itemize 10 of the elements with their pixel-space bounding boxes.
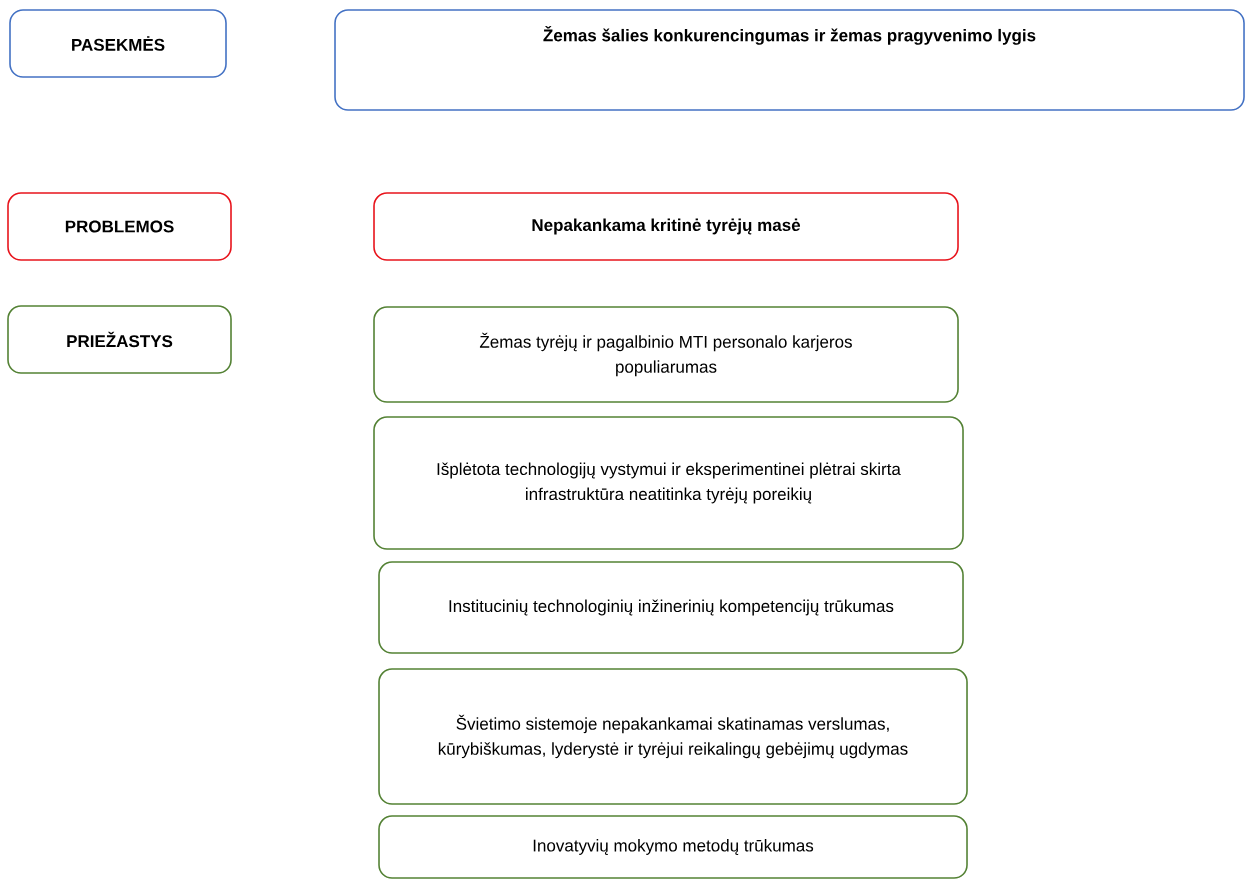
category-box: PRIEŽASTYS [7, 305, 232, 374]
text-box: Žemas šalies konkurencingumas ir žemas pragyvenimo lygis [334, 9, 1245, 111]
category-box: PROBLEMOS [7, 192, 232, 261]
text-box: Žemas tyrėjų ir pagalbinio MTI personalo karjeros populiarumas [373, 306, 959, 403]
text-box: Nepakankama kritinė tyrėjų masė [373, 192, 959, 261]
text-box: Inovatyvių mokymo metodų trūkumas [378, 815, 968, 879]
text-box: Išplėtota technologijų vystymui ir eksperimentinei plėtrai skirta infrastruktūra neatitinka tyrėjų poreikių [373, 416, 964, 550]
category-box: PASEKMĖS [9, 9, 227, 78]
text-box: Švietimo sistemoje nepakankamai skatinamas verslumas, kūrybiškumas, lyderystė ir tyrėjui reikalingų gebėjimų ugdymas [378, 668, 968, 805]
text-box: Institucinių technologinių inžinerinių kompetencijų trūkumas [378, 561, 964, 654]
